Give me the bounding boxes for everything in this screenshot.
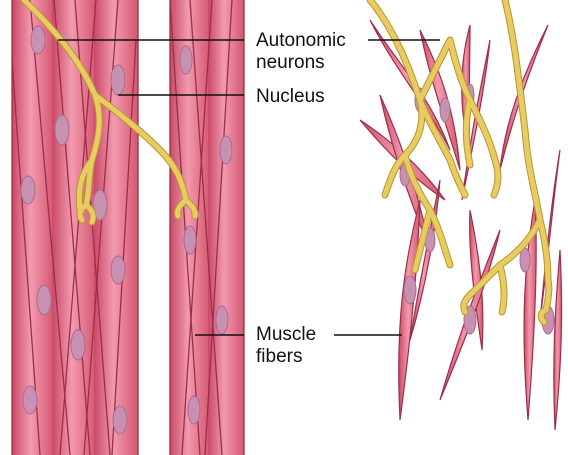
nucleus — [31, 26, 45, 54]
nucleus — [113, 406, 127, 434]
nucleus — [220, 136, 232, 164]
nucleus — [21, 176, 35, 204]
left-muscle-sheet — [12, 0, 244, 455]
nucleus — [71, 330, 85, 360]
muscle-fibers-label-line1: Muscle — [256, 324, 316, 345]
nucleus — [216, 306, 228, 334]
nucleus — [55, 115, 69, 145]
nucleus — [440, 98, 450, 122]
nucleus — [111, 65, 125, 95]
nucleus — [37, 285, 51, 315]
muscle-fibers-label-line2: fibers — [256, 346, 302, 367]
nucleus — [111, 256, 125, 284]
spindle-cell — [554, 250, 562, 430]
nucleus — [184, 226, 196, 254]
nucleus — [23, 386, 37, 414]
autonomic-neurons-label-line1: Autonomic — [256, 30, 346, 51]
nucleus-label: Nucleus — [256, 86, 325, 107]
nucleus — [404, 276, 416, 304]
nucleus — [180, 46, 192, 74]
nucleus — [188, 396, 200, 424]
autonomic-neurons-label-line2: neurons — [256, 52, 325, 73]
fiber-column-5 — [208, 0, 244, 455]
